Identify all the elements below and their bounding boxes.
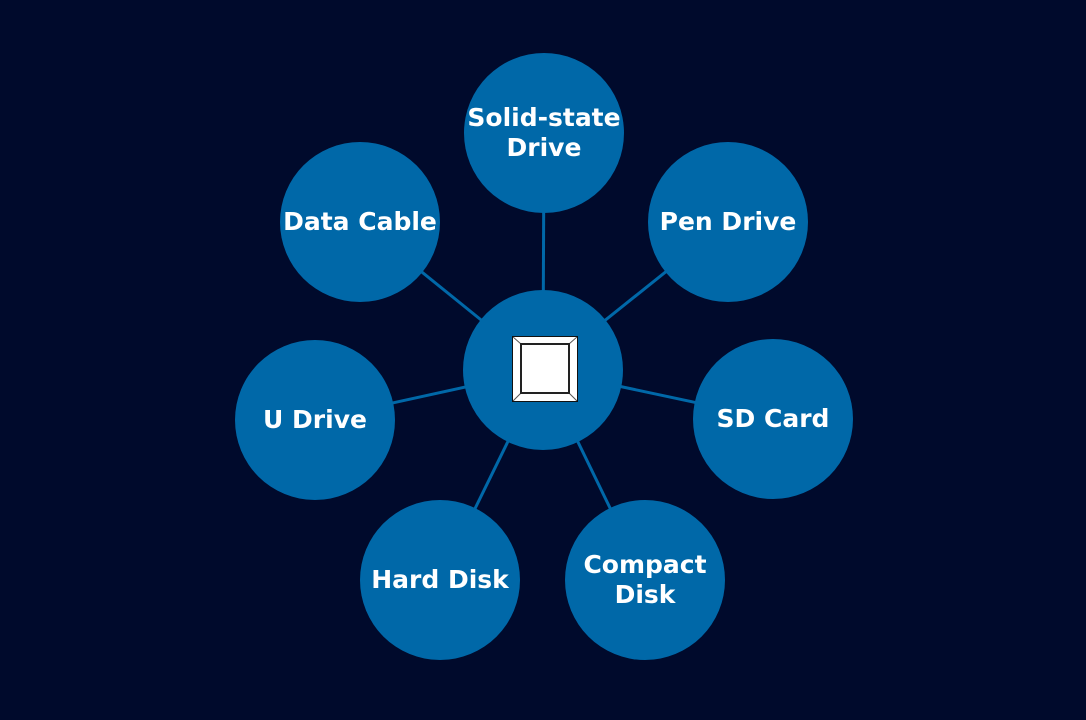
chip-square-icon (512, 336, 578, 402)
node-data-cable: Data Cable (280, 142, 440, 302)
node-label-line: Data Cable (283, 207, 437, 236)
node-label-line: Drive (506, 133, 582, 162)
node-label-line: Pen Drive (659, 207, 797, 236)
center-hub (463, 290, 623, 450)
node-label-line: SD Card (716, 404, 830, 433)
node-label-line: Disk (614, 580, 676, 609)
node-label-line: Solid-state (467, 103, 621, 132)
node-u-drive: U Drive (235, 340, 395, 500)
node-sd-card: SD Card (693, 339, 853, 499)
node-label-line: Hard Disk (371, 565, 509, 594)
node-label-line: Compact (583, 550, 707, 579)
node-pen-drive: Pen Drive (648, 142, 808, 302)
node-label-line: U Drive (263, 405, 367, 434)
node-hard-disk: Hard Disk (360, 500, 520, 660)
